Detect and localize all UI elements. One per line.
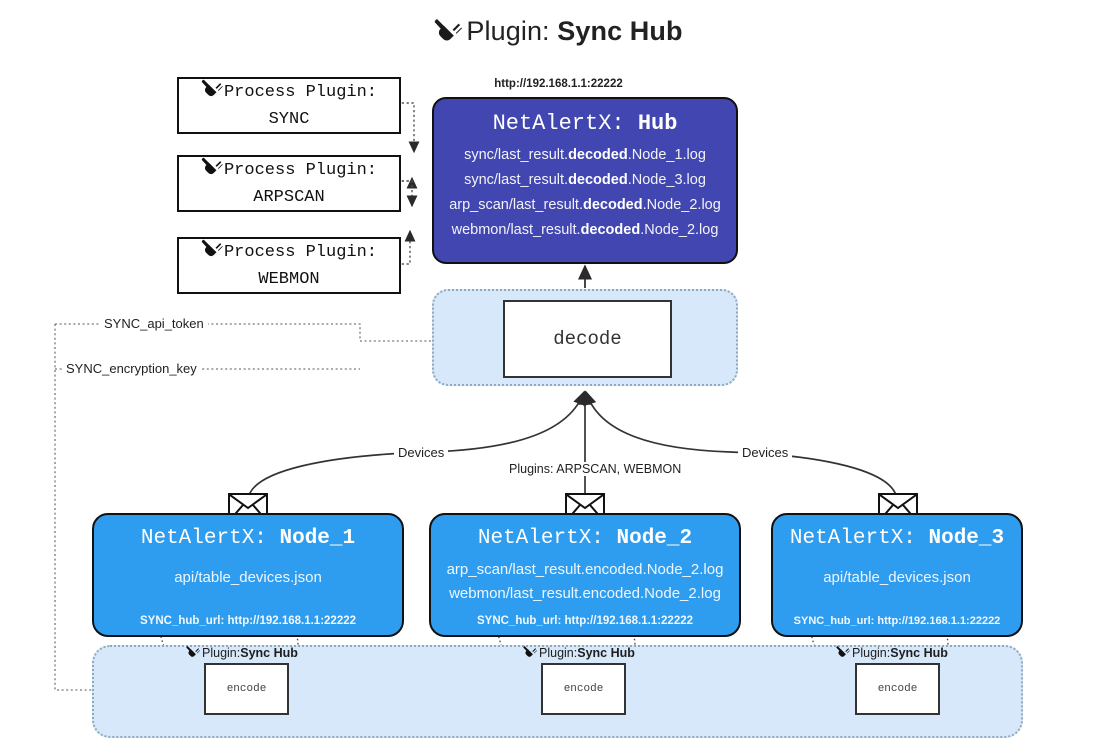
- plug-icon: [836, 645, 850, 661]
- hub-title-name: Hub: [637, 111, 678, 136]
- process-plugin-label: Process Plugin:: [223, 242, 378, 262]
- plug-icon: [201, 238, 223, 268]
- plug-icon: [201, 78, 223, 108]
- page-title: Plugin: Sync Hub: [0, 16, 1117, 50]
- node-card-node-1[interactable]: NetAlertX: Node_1 api/table_devices.json…: [92, 513, 404, 637]
- hub-file-row: sync/last_result.decoded.Node_1.log: [464, 147, 706, 163]
- hub-title: NetAlertX: Hub: [434, 111, 736, 136]
- process-plugin-value: ARPSCAN: [253, 188, 325, 207]
- encoder-label-node-3: Plugin: Sync Hub: [836, 645, 948, 661]
- node-title: NetAlertX: Node_2: [477, 527, 693, 550]
- node-footer: SYNC_hub_url: http://192.168.1.1:22222: [139, 615, 357, 627]
- setting-label-api-token: SYNC_api_token: [100, 316, 208, 331]
- hub-file-row: arp_scan/last_result.decoded.Node_2.log: [449, 196, 721, 213]
- process-plugin-value: WEBMON: [258, 270, 320, 289]
- edge-label-devices-left: Devices: [394, 445, 449, 460]
- encode-box-node-1[interactable]: encode: [204, 663, 289, 715]
- node-card-node-3[interactable]: NetAlertX: Node_3 api/table_devices.json…: [771, 513, 1023, 637]
- plug-icon: [186, 645, 200, 661]
- node-file-row: webmon/last_result.encoded.Node_2.log: [449, 585, 721, 603]
- encoder-label-node-1: Plugin: Sync Hub: [186, 645, 298, 661]
- process-plugin-label: Process Plugin:: [223, 82, 378, 102]
- decode-box[interactable]: decode: [503, 300, 672, 378]
- hub-node[interactable]: NetAlertX: Hub sync/last_result.decoded.…: [432, 97, 738, 264]
- hub-title-prefix: NetAlertX:: [492, 111, 638, 136]
- title-name: Sync Hub: [557, 16, 683, 46]
- node-file-row: api/table_devices.json: [823, 569, 971, 586]
- setting-label-encryption-key: SYNC_encryption_key: [62, 361, 201, 376]
- plug-icon: [523, 645, 537, 661]
- hub-file-row: sync/last_result.decoded.Node_3.log: [464, 171, 706, 188]
- encode-box-node-2[interactable]: encode: [541, 663, 626, 715]
- encode-box-node-3[interactable]: encode: [855, 663, 940, 715]
- plug-icon: [434, 17, 463, 50]
- edge-label-devices-right: Devices: [738, 445, 793, 460]
- node-footer: SYNC_hub_url: http://192.168.1.1:22222: [476, 615, 694, 627]
- edge-label-plugins-center: Plugins: ARPSCAN, WEBMON: [505, 462, 686, 476]
- node-title: NetAlertX: Node_3: [789, 527, 1005, 550]
- process-plugin-value: SYNC: [268, 110, 310, 129]
- node-card-node-2[interactable]: NetAlertX: Node_2 arp_scan/last_result.e…: [429, 513, 741, 637]
- process-plugin-sync[interactable]: Process Plugin: SYNC: [177, 77, 401, 134]
- node-footer: SYNC_hub_url: http://192.168.1.1:22222: [793, 615, 1001, 627]
- node-file-row: api/table_devices.json: [174, 569, 322, 586]
- plug-icon: [201, 156, 223, 186]
- encoder-label-node-2: Plugin: Sync Hub: [523, 645, 635, 661]
- hub-file-row: webmon/last_result.decoded.Node_2.log: [451, 221, 719, 238]
- title-prefix: Plugin:: [466, 16, 558, 46]
- process-plugin-label: Process Plugin:: [223, 160, 378, 180]
- process-plugin-arpscan[interactable]: Process Plugin: ARPSCAN: [177, 155, 401, 212]
- node-title: NetAlertX: Node_1: [140, 527, 356, 550]
- process-plugin-webmon[interactable]: Process Plugin: WEBMON: [177, 237, 401, 294]
- hub-url-label: http://192.168.1.1:22222: [494, 78, 623, 90]
- node-file-row: arp_scan/last_result.encoded.Node_2.log: [446, 561, 724, 578]
